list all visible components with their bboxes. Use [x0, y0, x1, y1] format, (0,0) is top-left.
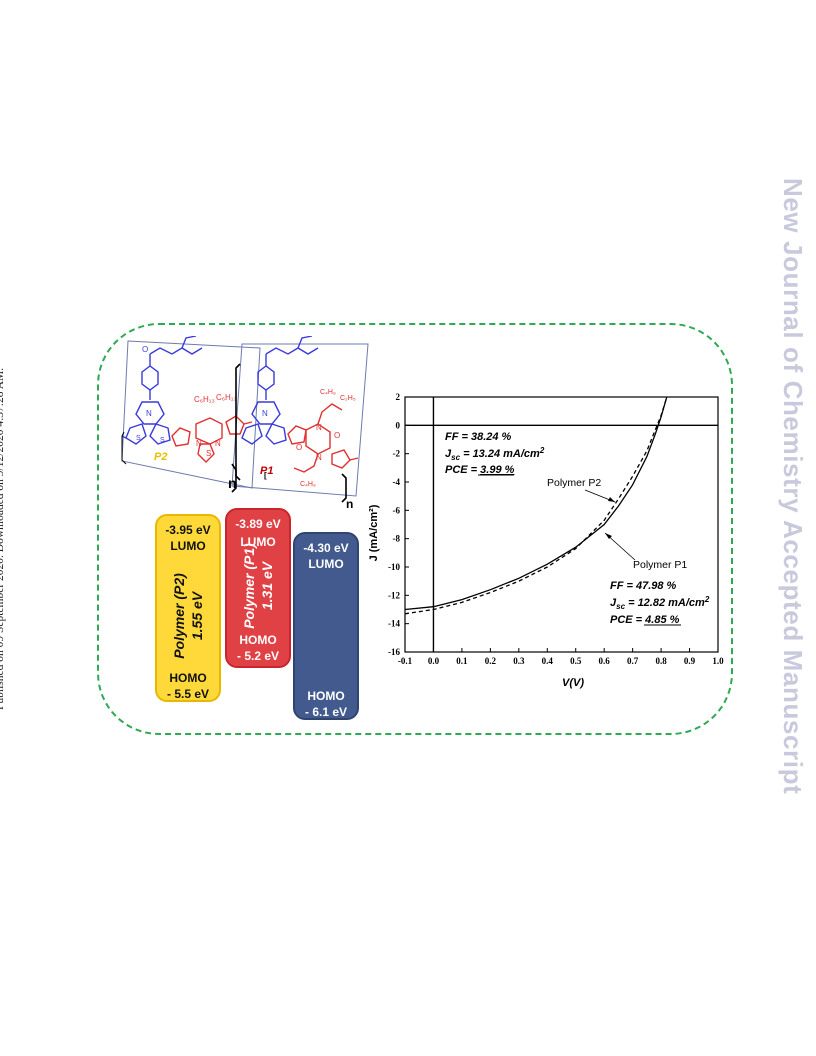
- y-tick-label: 2: [396, 392, 401, 402]
- graphical-abstract-frame: [97, 323, 733, 735]
- polymer-name: Polymer (P1): [241, 543, 257, 629]
- p2-donor-unit: [121, 336, 203, 445]
- homo-value: - 6.1 eV: [304, 705, 348, 719]
- homo-value: - 5.2 eV: [236, 649, 280, 663]
- svg-text:C₆H₁₃: C₆H₁₃: [194, 395, 215, 404]
- x-axis-label: V(V): [562, 677, 584, 689]
- x-tick-label: 0.0: [428, 656, 440, 666]
- energy-box-acceptor: -4.30 eV LUMO HOMO - 6.1 eV: [293, 532, 359, 720]
- x-tick-label: 0.5: [570, 656, 582, 666]
- x-tick-label: 1.0: [712, 656, 724, 666]
- lumo-label: LUMO: [170, 539, 206, 553]
- series-label-p1: Polymer P1: [633, 559, 687, 571]
- p1-pce: PCE = 4.85 %: [610, 614, 680, 626]
- x-tick-label: 0.1: [456, 656, 468, 666]
- x-tick-label: 0.7: [627, 656, 639, 666]
- lumo-label: LUMO: [308, 557, 344, 571]
- svg-text:N: N: [262, 409, 268, 418]
- band-gap: 1.55 eV: [189, 591, 205, 641]
- svg-text:C₄H₉: C₄H₉: [300, 481, 316, 488]
- jv-chart: -0.1 0.0 0.1 0.2 0.3 0.4 0.5 0.6 0.7 0.8 0.9 1.0 2 0 -…: [368, 392, 724, 689]
- svg-text:C₆H₁₃: C₆H₁₃: [216, 393, 237, 402]
- homo-label: HOMO: [239, 633, 277, 647]
- svg-text:N: N: [316, 423, 322, 432]
- lumo-value: -3.95 eV: [165, 523, 211, 537]
- svg-text:N: N: [196, 439, 202, 448]
- svg-text:O: O: [142, 345, 148, 354]
- y-tick-label: -4: [393, 477, 401, 487]
- svg-text:C₂H₅: C₂H₅: [340, 395, 356, 402]
- series-line-p1: [404, 396, 668, 611]
- p2-pce: PCE = 3.99 %: [445, 464, 515, 476]
- published-note: Published on 09 September 2020. Download…: [0, 367, 6, 710]
- svg-text:S: S: [136, 435, 141, 442]
- svg-text:N: N: [215, 439, 221, 448]
- p2-jsc: Jsc = 13.24 mA/cm2: [445, 446, 545, 462]
- plot-area: [404, 396, 719, 653]
- x-tick-label: 0.4: [542, 656, 554, 666]
- y-axis-label: J (mA/cm²): [368, 504, 380, 561]
- polymer-name-gap: Polymer (P2) 1.55 eV: [170, 573, 206, 659]
- x-tick-label: 0.6: [599, 656, 611, 666]
- x-tick-label: 0.3: [513, 656, 525, 666]
- homo-label: HOMO: [307, 689, 345, 703]
- y-tick-label: -8: [393, 534, 401, 544]
- lumo-label: LUMO: [240, 535, 276, 549]
- repeat-n-p1: n: [346, 497, 353, 511]
- homo-value: - 5.5 eV: [166, 687, 210, 701]
- svg-text:N: N: [146, 409, 152, 418]
- p1-acceptor-unit: [287, 403, 359, 473]
- x-tick-label: 0.8: [655, 656, 667, 666]
- p1-label: P1: [260, 465, 273, 477]
- p2-ff: FF = 38.24 %: [445, 431, 512, 443]
- band-gap: 1.31 eV: [259, 561, 275, 611]
- y-tick-label: -14: [388, 619, 400, 629]
- svg-text:O: O: [296, 443, 302, 452]
- svg-text:O: O: [334, 431, 340, 440]
- svg-text:N: N: [316, 453, 322, 462]
- polymer-name-gap: Polymer (P1) 1.31 eV: [240, 543, 276, 629]
- x-tick-label: -0.1: [398, 656, 413, 666]
- p1-jsc: Jsc = 12.82 mA/cm2: [610, 595, 710, 611]
- y-tick-label: -2: [393, 449, 401, 459]
- x-tick-label: 0.9: [684, 656, 696, 666]
- p2-acceptor-unit: [171, 415, 253, 463]
- homo-label: HOMO: [169, 671, 207, 685]
- series-line-p2: [404, 396, 668, 615]
- polymer-structures: C₆H₁₃ C₆H₁₃ N N S S S N O P2 [ n C₂H₅ C₄…: [121, 336, 369, 511]
- p2-panel: [121, 340, 261, 489]
- svg-text:[: [: [264, 471, 267, 480]
- y-tick-label: -16: [388, 647, 400, 657]
- y-tick-label: -6: [393, 505, 401, 515]
- series-label-p2: Polymer P2: [547, 477, 601, 489]
- svg-text:S: S: [160, 437, 165, 444]
- p1-ff: FF = 47.98 %: [610, 580, 677, 592]
- polymer-name: Polymer (P2): [171, 573, 187, 659]
- svg-text:C₄H₉: C₄H₉: [320, 389, 336, 396]
- p2-label: P2: [154, 451, 167, 463]
- p1-donor-unit: [241, 336, 319, 445]
- y-tick-label: -10: [388, 562, 400, 572]
- energy-box-p1: -3.89 eV LUMO Polymer (P1) 1.31 eV HOMO …: [225, 508, 291, 668]
- svg-text:S: S: [206, 449, 211, 458]
- repeat-n-p2: n: [228, 475, 237, 491]
- lumo-value: -4.30 eV: [303, 541, 349, 555]
- lumo-value: -3.89 eV: [235, 517, 281, 531]
- journal-watermark: New Journal of Chemistry Accepted Manusc…: [778, 178, 808, 795]
- y-tick-label: 0: [396, 420, 401, 430]
- x-tick-label: 0.2: [485, 656, 497, 666]
- energy-box-p2: -3.95 eV LUMO Polymer (P2) 1.55 eV HOMO …: [155, 514, 221, 702]
- y-tick-label: -12: [388, 590, 400, 600]
